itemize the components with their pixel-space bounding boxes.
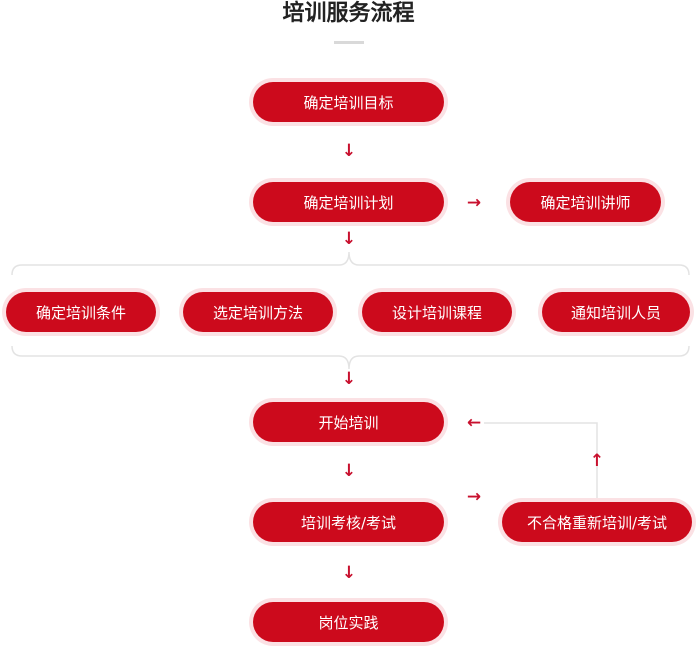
arrow-down-1: ↓ [341,141,357,161]
step-assess: 培训考核/考试 [253,502,444,542]
step-goal: 确定培训目标 [253,82,444,122]
step-practice: 岗位实践 [253,602,444,642]
arrow-up-loop: ↑ [589,451,605,471]
page-title: 培训服务流程 [282,1,415,26]
group-bracket-bottom [11,345,690,370]
arrow-down-4: ↓ [341,461,357,481]
arrow-right-1: → [466,193,482,213]
arrow-down-3: ↓ [341,369,357,389]
arrow-down-5: ↓ [341,563,357,583]
arrow-right-2: → [466,487,482,507]
retrain-loop-line [484,422,598,498]
step-method: 选定培训方法 [183,292,333,332]
step-plan: 确定培训计划 [253,182,444,222]
step-course: 设计培训课程 [362,292,512,332]
arrow-down-2: ↓ [341,229,357,249]
title-underline [334,41,364,44]
step-trainer: 确定培训讲师 [510,182,661,222]
step-retrain: 不合格重新培训/考试 [502,502,692,542]
group-bracket-top [11,251,690,276]
arrow-left-loop: ← [466,413,482,433]
step-start: 开始培训 [253,402,444,442]
step-notify: 通知培训人员 [542,292,690,332]
step-conditions: 确定培训条件 [6,292,156,332]
